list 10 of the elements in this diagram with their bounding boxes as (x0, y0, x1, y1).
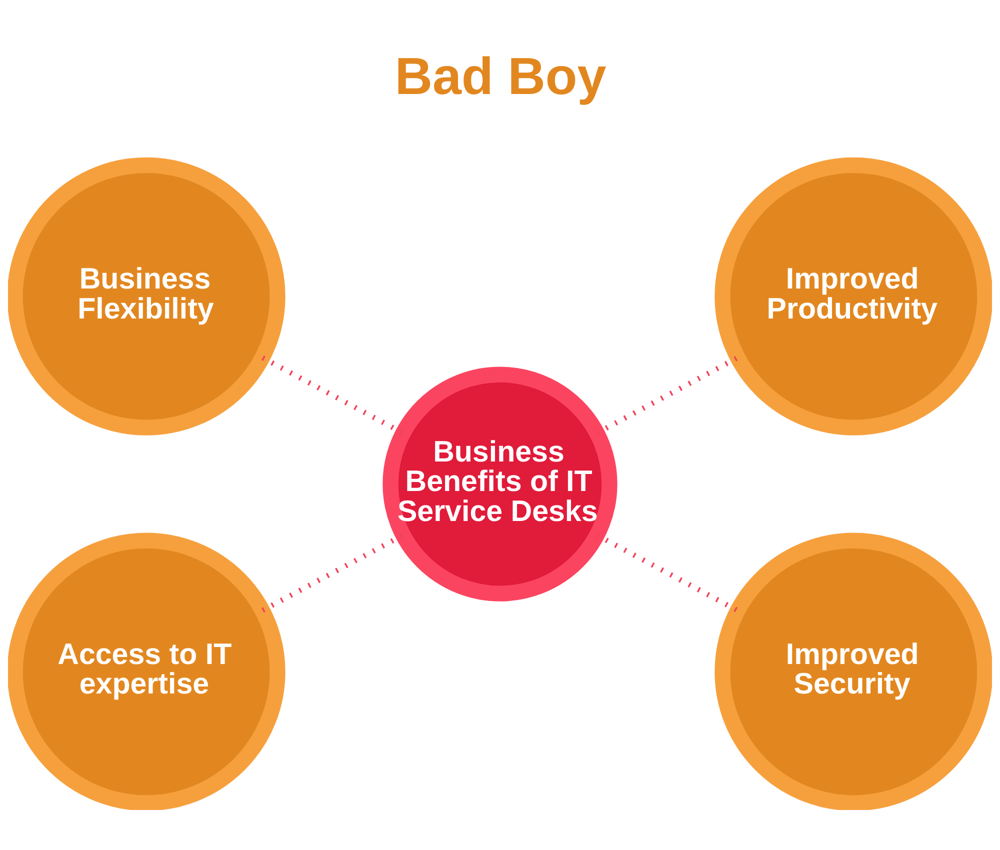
connector (261, 356, 404, 436)
node-circle: Access to IT expertise (8, 532, 286, 810)
node-circle: Improved Security (714, 532, 992, 810)
node-circle: Business Benefits of IT Service Desks (382, 366, 618, 602)
connector (596, 355, 739, 436)
diagram-title: Bad Boy (394, 48, 606, 106)
node-circle: Business Flexibility (8, 157, 286, 436)
connector (596, 532, 739, 613)
node-circle: Improved Productivity (714, 157, 992, 436)
connector (261, 533, 404, 613)
